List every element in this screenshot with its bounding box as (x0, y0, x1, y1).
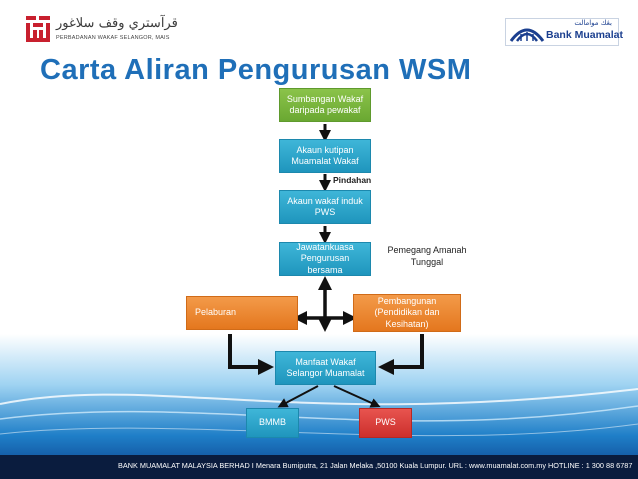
node-jawatankuasa: Jawatankuasa Pengurusan bersama (279, 242, 371, 276)
logo-arabic-text: قرآستري وقف سلاغور (56, 16, 178, 31)
footer-address: BANK MUAMALAT MALAYSIA BERHAD I Menara B… (118, 461, 633, 470)
node-bmmb: BMMB (246, 408, 299, 438)
logo-subtitle: PERBADANAN WAKAF SELANGOR, MAIS (56, 35, 170, 41)
node-manfaat-wakaf: Manfaat Wakaf Selangor Muamalat (275, 351, 376, 385)
arrow-manfaat-to-bmmb (277, 385, 319, 408)
arrow-manfaat-to-pws (333, 385, 381, 408)
bank-arabic-text: بڠك موامالت (574, 19, 612, 27)
wakaf-emblem-icon (26, 16, 50, 42)
node-sumbangan-wakaf: Sumbangan Wakaf daripada pewakaf (279, 88, 371, 122)
arrow-pelaburan-to-manfaat (228, 334, 274, 375)
node-akaun-kutipan: Akaun kutipan Muamalat Wakaf (279, 139, 371, 173)
label-pindahan: Pindahan (333, 175, 372, 185)
bank-name: Bank Muamalat (546, 29, 624, 41)
node-pelaburan: Pelaburan (186, 296, 298, 330)
arrow-pembangunan-to-manfaat (378, 334, 424, 375)
node-pws: PWS (359, 408, 412, 438)
perbadanan-wakaf-selangor-logo: قرآستري وقف سلاغور PERBADANAN WAKAF SELA… (26, 16, 178, 48)
page-title: Carta Aliran Pengurusan WSM (40, 54, 472, 86)
bank-arches-icon (509, 28, 545, 42)
node-pembangunan: Pembangunan (Pendidikan dan Kesihatan) (353, 294, 461, 332)
bank-muamalat-logo: بڠك موامالت Bank Muamalat (505, 18, 623, 46)
label-pemegang-amanah: Pemegang Amanah Tunggal (387, 245, 467, 267)
footer-bar: BANK MUAMALAT MALAYSIA BERHAD I Menara B… (0, 455, 638, 479)
node-akaun-induk: Akaun wakaf induk PWS (279, 190, 371, 224)
